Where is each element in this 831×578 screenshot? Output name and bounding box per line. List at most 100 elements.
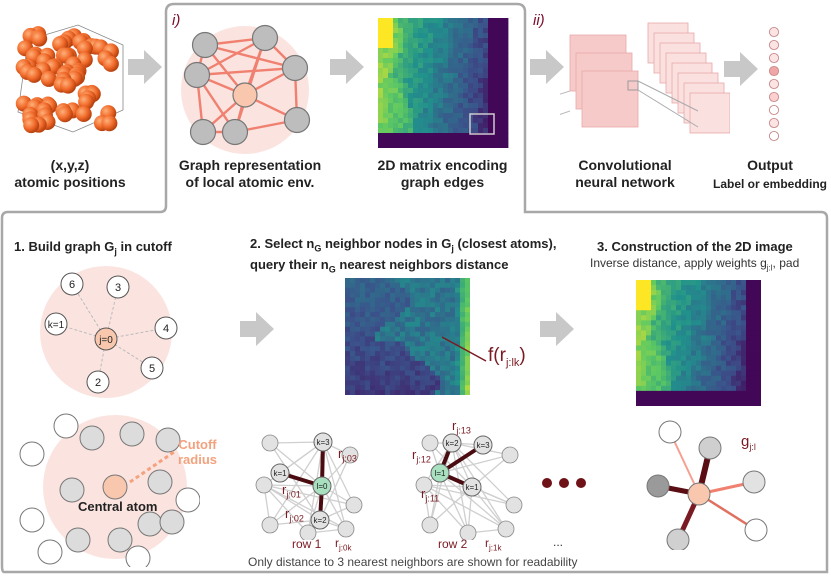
heatmap-cell	[403, 18, 409, 24]
heatmap-cell	[423, 33, 429, 39]
heatmap-cell	[443, 128, 449, 134]
f-pointer-line	[441, 336, 487, 362]
heatmap-cell	[488, 38, 494, 44]
heatmap-cell	[473, 103, 479, 109]
heatmap-cell	[433, 133, 439, 139]
graph-node	[183, 61, 211, 89]
heatmap-cell	[360, 360, 366, 367]
heatmap-cell	[398, 18, 404, 24]
heatmap-cell	[741, 340, 747, 346]
heatmap-cell	[390, 312, 396, 318]
heatmap-cell	[736, 325, 742, 331]
heatmap-cell	[741, 375, 747, 382]
heatmap-cell	[463, 118, 469, 124]
heatmap-cell	[413, 63, 419, 69]
heatmap-cell	[400, 302, 406, 308]
heatmap-cell	[666, 380, 672, 387]
heatmap-cell	[430, 302, 436, 308]
heatmap-cell	[696, 395, 702, 402]
heatmap-cell	[403, 53, 409, 59]
heatmap-cell	[403, 68, 409, 74]
heatmap-cell	[428, 93, 434, 99]
labeled-node	[313, 432, 333, 452]
heatmap-cell	[430, 385, 436, 391]
row1-graph: k=3k=1l=0k=2	[255, 432, 363, 540]
heatmap-cell	[468, 28, 474, 34]
heatmap-cell	[393, 113, 399, 119]
heatmap-cell	[706, 385, 712, 392]
heatmap-cell	[455, 380, 461, 386]
heatmap-cell	[478, 118, 484, 124]
heatmap-cell	[731, 305, 737, 311]
heatmap-cell	[721, 365, 727, 372]
heatmap-cell	[403, 33, 409, 39]
heatmap-cell	[438, 98, 444, 104]
heatmap-cell	[488, 133, 494, 139]
heatmap-cell	[450, 307, 456, 313]
heatmap-cell	[433, 108, 439, 114]
heatmap-cell	[731, 390, 737, 397]
heatmap-cell	[746, 340, 752, 346]
heatmap-cell	[483, 43, 489, 49]
heatmap-cell	[413, 58, 419, 64]
heatmap-cell	[370, 380, 376, 386]
heatmap-cell	[378, 143, 384, 148]
heatmap-cell	[388, 143, 394, 148]
heatmap-cell	[420, 351, 426, 357]
heatmap-cell	[691, 295, 697, 301]
heatmap-cell	[350, 370, 356, 376]
heatmap-cell	[453, 48, 459, 54]
heatmap-cell	[741, 345, 747, 351]
heatmap-cell	[380, 385, 386, 391]
heatmap-cell	[493, 113, 499, 119]
heatmap-cell	[355, 346, 361, 352]
heatmap-cell	[393, 128, 399, 134]
heatmap-cell	[681, 335, 687, 341]
heatmap-cell	[420, 360, 426, 367]
heatmap-cell	[676, 345, 682, 351]
heatmap-cell	[418, 58, 424, 64]
graph-node	[261, 516, 279, 534]
heatmap-cell	[460, 385, 466, 391]
heatmap-cell	[696, 360, 702, 367]
heatmap-cell	[741, 390, 747, 397]
heatmap-cell	[701, 395, 707, 402]
heatmap-cell	[370, 321, 376, 328]
heatmap-cell	[410, 307, 416, 313]
heatmap-cell	[721, 295, 727, 301]
heatmap-cell	[721, 330, 727, 336]
heatmap-cell	[460, 282, 466, 289]
heatmap-cell	[460, 356, 466, 362]
heatmap-cell	[741, 295, 747, 301]
heatmap-cell	[350, 390, 356, 395]
heatmap-cell	[473, 118, 479, 124]
heatmap-cell	[418, 103, 424, 109]
heatmap-cell	[656, 285, 662, 291]
heatmap-cell	[498, 98, 504, 104]
heatmap-cell	[430, 287, 436, 294]
heatmap-cell	[473, 128, 479, 134]
heatmap-cell	[656, 345, 662, 351]
heatmap-cell	[438, 108, 444, 114]
heatmap-cell	[375, 336, 381, 342]
neighbor-atom	[65, 527, 91, 553]
heatmap-cell	[403, 48, 409, 54]
heatmap-cell	[756, 295, 761, 301]
heatmap-cell	[350, 302, 356, 308]
heatmap-cell	[388, 68, 394, 74]
heatmap-cell	[671, 280, 677, 286]
atom-sphere	[31, 30, 48, 47]
heatmap-cell	[365, 326, 371, 333]
heatmap-cell	[493, 58, 499, 64]
neighbor-edge	[263, 484, 323, 487]
heatmap-cell	[746, 305, 752, 311]
heatmap-cell	[656, 355, 662, 362]
heatmap-cell	[651, 320, 657, 326]
heatmap-cell	[398, 98, 404, 104]
heatmap-cell	[393, 33, 399, 39]
heatmap-cell	[483, 103, 489, 109]
heatmap-cell	[345, 341, 351, 347]
heatmap-cell	[428, 63, 434, 69]
heatmap-cell	[488, 58, 494, 64]
heatmap-cell	[438, 28, 444, 34]
